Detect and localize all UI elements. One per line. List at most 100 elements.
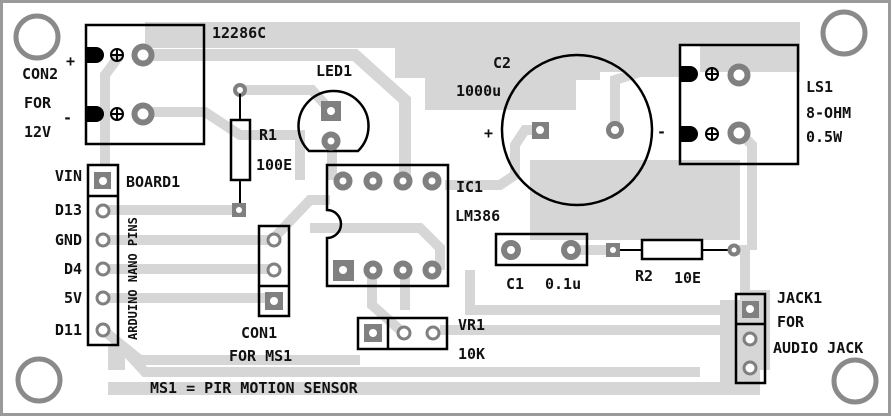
r2-ref-label: R2 (635, 267, 653, 285)
pin-label-gnd: GND (55, 231, 82, 249)
pin-label-d4: D4 (64, 260, 82, 278)
con2-tab-plus (86, 47, 104, 63)
ls1-pad (727, 121, 751, 145)
board-code-label: 12286C (212, 24, 266, 42)
con1-outline (257, 224, 291, 318)
ls1-ref-label: LS1 (806, 78, 833, 96)
c1-value-label: 0.1u (545, 275, 581, 293)
board1-ref-label: BOARD1 (126, 173, 180, 191)
con2-outline (84, 23, 206, 146)
con2-plus-label: + (66, 52, 75, 70)
board1-outline (86, 163, 120, 347)
c2-pad-minus (606, 121, 624, 139)
jack1-outline (734, 292, 767, 385)
r1-pad-hole (236, 207, 242, 213)
pin-label-d13: D13 (55, 201, 82, 219)
con1-connector: CON1 FOR MS1 (229, 224, 292, 365)
board1-pin (95, 261, 111, 277)
r1-pad-top (233, 83, 247, 97)
c2-outline (500, 53, 654, 207)
jack1-pad-hole (746, 305, 754, 313)
c1-ref-label: C1 (506, 275, 524, 293)
vr1-ref-label: VR1 (458, 316, 485, 334)
ic1-pin (422, 171, 442, 191)
ic1-chip: IC1 LM386 (325, 163, 500, 288)
board1-vertical-label: ARDUINO NANO PINS (126, 217, 140, 340)
con1-pad (266, 262, 282, 278)
pin-label-5v: 5V (64, 289, 82, 307)
copper-fill-right-mid (530, 160, 740, 240)
vr1-pad-hole (369, 329, 377, 337)
con2-ref-label: CON2 (22, 65, 58, 83)
board1-arduino-header: BOARD1 ARDUINO NANO PINS VIN D13 GND D4 … (55, 163, 180, 347)
note-label: MS1 = PIR MOTION SENSOR (150, 379, 359, 397)
r2-value-label: 10E (674, 269, 701, 287)
pin-label-vin: VIN (55, 167, 82, 185)
r1-resistor: R1 100E (229, 83, 292, 217)
led1-pad-round (321, 131, 341, 151)
vr1-outline (356, 316, 449, 351)
vr1-value-label: 10K (458, 345, 485, 363)
con1-pad-hole (270, 297, 278, 305)
led1-pad-hole (327, 107, 335, 115)
c1-capacitor: C1 0.1u (494, 232, 589, 293)
ic1-pin (393, 171, 413, 191)
con2-connector: CON2 FOR 12V + - (22, 23, 206, 146)
led1: LED1 (297, 62, 370, 153)
trace (465, 270, 720, 315)
jack1-line3-label: AUDIO JACK (773, 339, 863, 357)
board1-pin (95, 290, 111, 306)
con1-line2-label: FOR MS1 (229, 347, 292, 365)
con2-plus-symbol (110, 48, 124, 62)
board1-pin (95, 203, 111, 219)
trace (116, 341, 700, 377)
ls1-plus-symbol (705, 67, 719, 81)
con2-pad (131, 43, 155, 67)
led1-outline (297, 89, 370, 153)
con2-line2-label: FOR (24, 94, 52, 112)
trace (367, 270, 404, 334)
r2-resistor: R2 10E (606, 238, 741, 287)
c2-value-label: 1000u (456, 82, 501, 100)
c2-ref-label: C2 (493, 54, 511, 72)
r2-pad-hole (610, 247, 616, 253)
con2-line3-label: 12V (24, 123, 51, 141)
ic1-pin (333, 171, 353, 191)
copper-fills (108, 22, 800, 395)
r2-pad-round (727, 243, 741, 257)
ls1-speaker-connector: LS1 8-OHM 0.5W (678, 43, 851, 166)
r1-value-label: 100E (256, 156, 292, 174)
copper-fill-bottom (108, 290, 770, 395)
ls1-plus-symbol (705, 127, 719, 141)
jack1-line2-label: FOR (777, 313, 805, 331)
c1-pad (501, 240, 521, 260)
trace (445, 125, 540, 190)
jack1-connector: JACK1 FOR AUDIO JACK (734, 289, 863, 385)
c1-pad (561, 240, 581, 260)
jack1-pad (742, 360, 758, 376)
ic1-pin (422, 260, 442, 280)
con1-ref-label: CON1 (241, 324, 277, 342)
r1-ref-label: R1 (259, 126, 277, 144)
board1-pin (95, 232, 111, 248)
mounting-hole-top-left (13, 13, 61, 61)
ls1-power-label: 0.5W (806, 128, 843, 146)
ls1-value-label: 8-OHM (806, 104, 851, 122)
con1-pad (266, 232, 282, 248)
pin-label-d11: D11 (55, 321, 82, 339)
ic1-pin (363, 260, 383, 280)
ic1-value-label: LM386 (455, 207, 500, 225)
ls1-tab (680, 126, 698, 142)
ls1-outline (678, 43, 800, 166)
copper-fill-top (145, 22, 800, 110)
board1-pin (95, 322, 111, 338)
con2-pad (131, 102, 155, 126)
ic1-pin (363, 171, 383, 191)
traces (99, 49, 757, 377)
ls1-tab (680, 66, 698, 82)
vr1-potentiometer: VR1 10K (356, 316, 485, 363)
trace (310, 223, 445, 270)
mounting-hole-top-right (820, 9, 868, 57)
ic1-pin (393, 260, 413, 280)
